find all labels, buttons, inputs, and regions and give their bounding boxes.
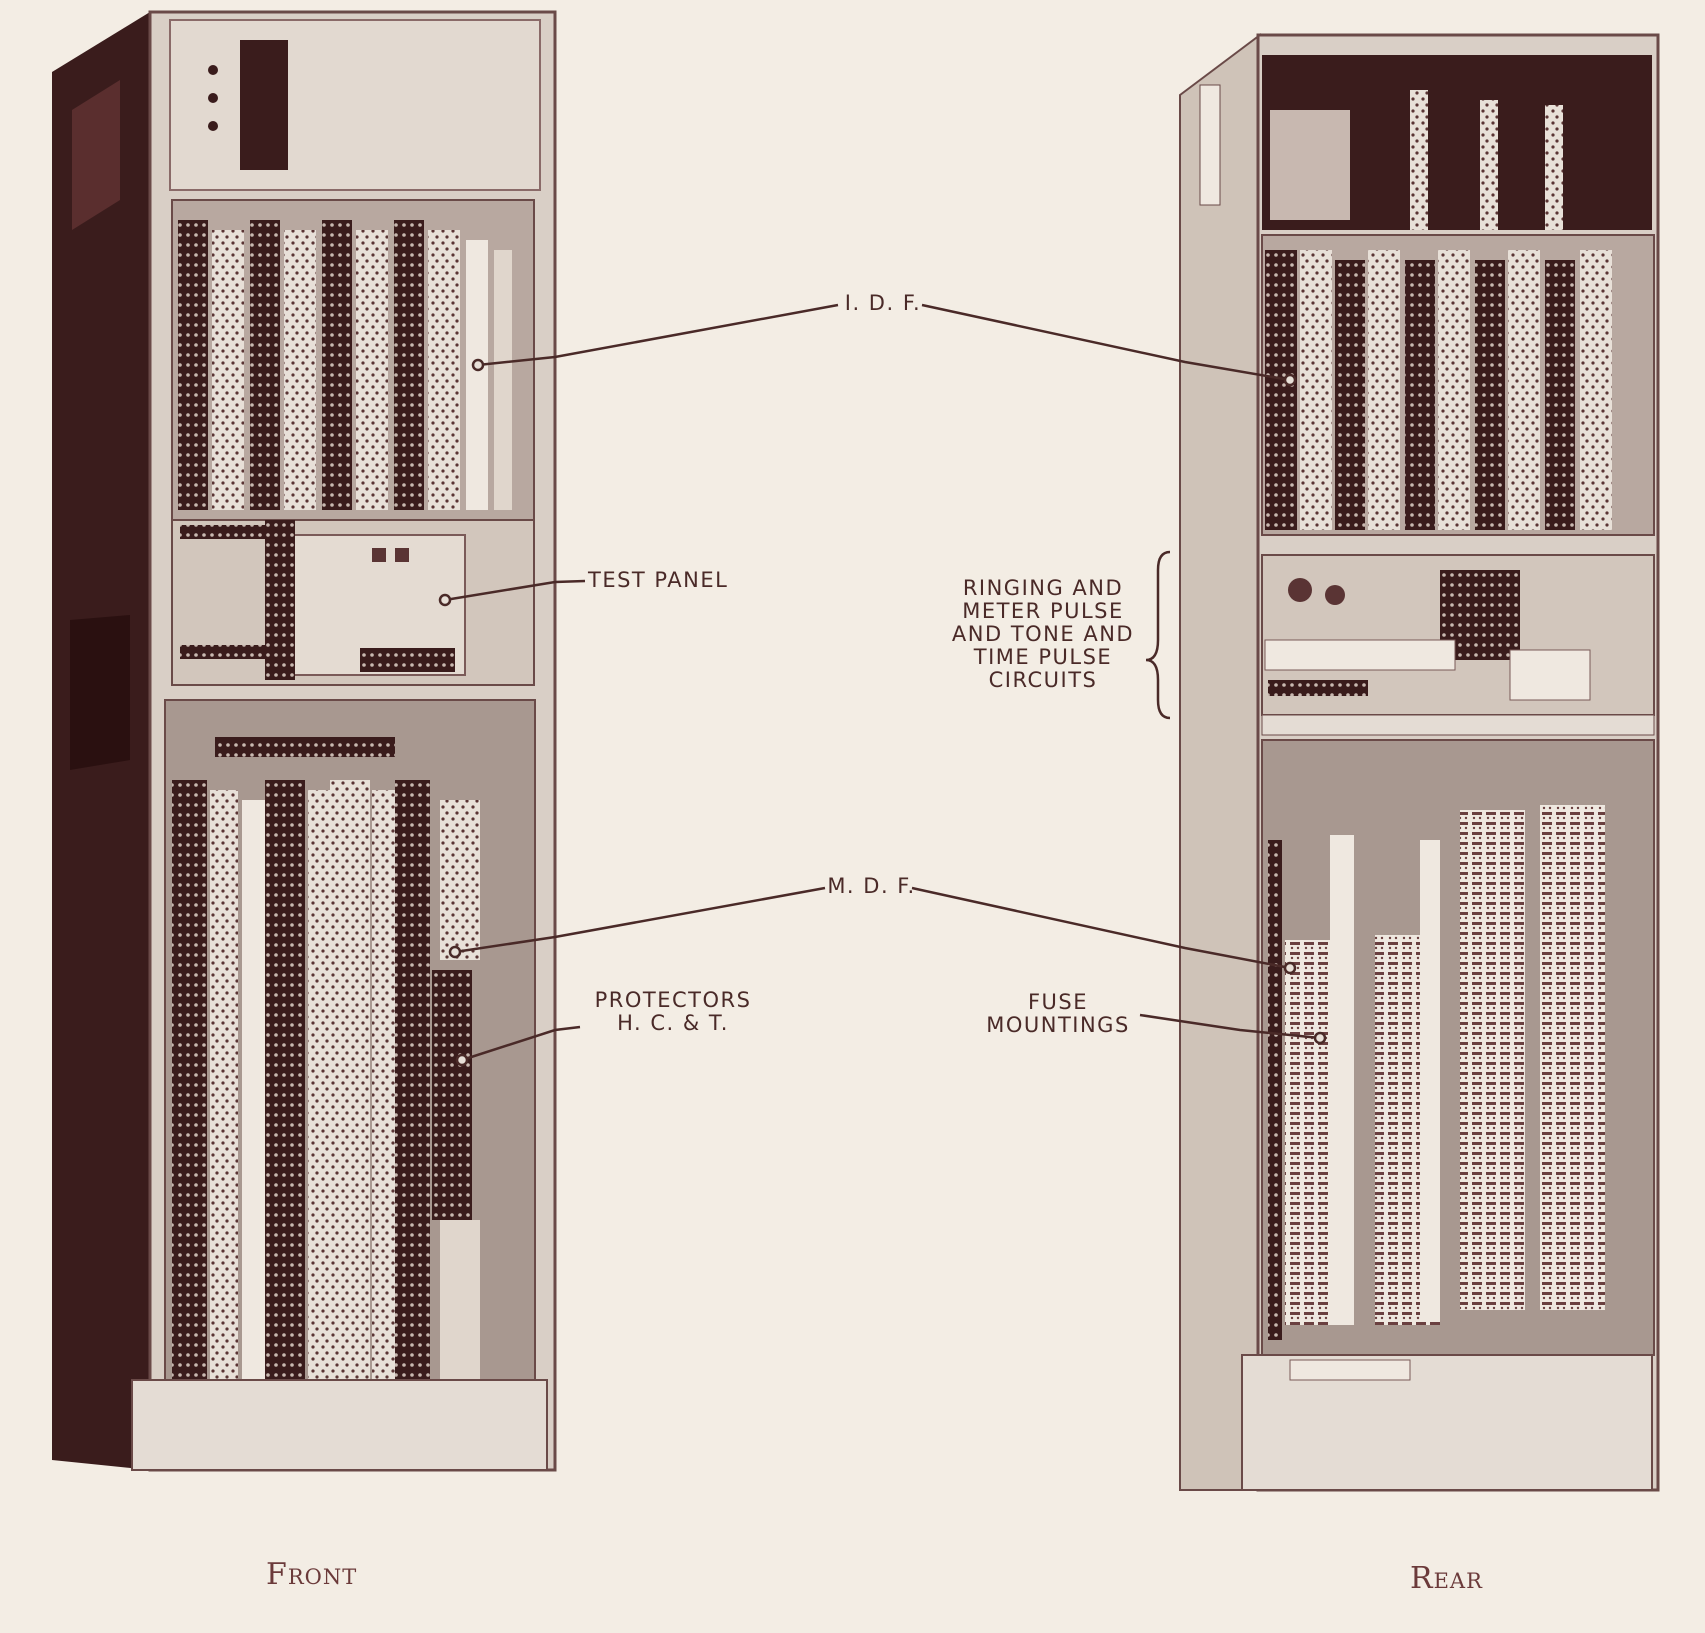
caption-rear: Rear bbox=[1410, 1561, 1483, 1596]
label-test-panel: TEST PANEL bbox=[588, 568, 729, 592]
leader-lines bbox=[438, 303, 1327, 1067]
rear-cabinet bbox=[1179, 33, 1660, 1492]
label-fuse-mountings: FUSE MOUNTINGS bbox=[986, 990, 1130, 1037]
label-mdf: M. D. F. bbox=[827, 874, 916, 898]
caption-front: Front bbox=[266, 1557, 358, 1592]
front-cabinet bbox=[52, 10, 557, 1472]
label-protectors: PROTECTORS H. C. & T. bbox=[594, 988, 752, 1035]
label-ringing-circuits: RINGING AND METER PULSE AND TONE AND TIM… bbox=[951, 576, 1135, 692]
label-idf: I. D. F. bbox=[844, 291, 922, 315]
